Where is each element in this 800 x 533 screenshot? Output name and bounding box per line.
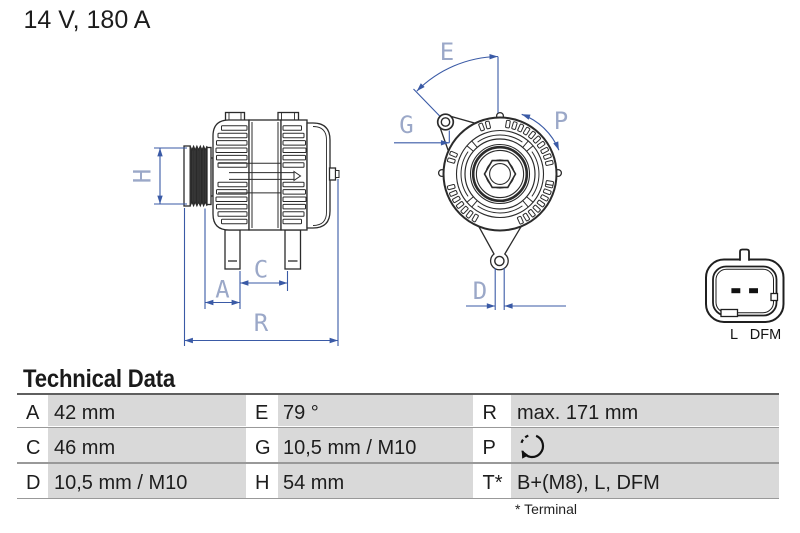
front-view xyxy=(413,88,563,271)
cell-value: max. 171 mm xyxy=(511,394,779,427)
cell-label: D xyxy=(17,463,48,498)
cell-label: G xyxy=(246,427,278,463)
dim-label-D: D xyxy=(473,277,487,305)
table-row-divider xyxy=(17,426,779,428)
cell-value: 10,5 mm / M10 xyxy=(277,427,473,463)
dim-label-R: R xyxy=(254,309,269,337)
connector-tab xyxy=(739,248,750,261)
ear-hole-bottom xyxy=(494,255,505,267)
cell-label: T* xyxy=(472,463,511,498)
cell-value: B+(M8), L, DFM xyxy=(511,463,779,498)
connector-pin-label-l: L xyxy=(730,327,738,343)
b-plus-terminal xyxy=(328,167,337,181)
side-view-dimensions xyxy=(154,147,338,344)
cell-value: 46 mm xyxy=(48,427,246,463)
table-row-divider xyxy=(17,462,779,464)
technical-drawing: H A C R xyxy=(129,38,785,346)
connector-view xyxy=(705,248,785,323)
connector-pin-dfm xyxy=(749,288,758,294)
cell-value: 42 mm xyxy=(48,394,246,427)
dim-label-H: H xyxy=(129,169,157,183)
ear-hole-top xyxy=(440,117,451,127)
dim-label-P: P xyxy=(554,107,568,135)
cell-label: E xyxy=(246,394,278,427)
rotation-direction-icon xyxy=(520,434,545,459)
dim-label-G: G xyxy=(399,111,413,139)
cell-value: 79 ° xyxy=(277,394,473,427)
table-title-rule xyxy=(17,392,779,395)
dim-label-E: E xyxy=(440,38,454,66)
cell-label: H xyxy=(246,463,278,498)
side-view xyxy=(183,111,340,346)
cell-label: C xyxy=(17,427,48,463)
vent-slots xyxy=(446,119,555,225)
cell-label: P xyxy=(472,427,511,463)
cell-label: A xyxy=(17,394,48,427)
connector-pin-l xyxy=(731,288,741,294)
front-view-dimensions xyxy=(394,53,566,310)
connector-pin-label-dfm: DFM xyxy=(750,327,781,343)
table-title: Technical Data xyxy=(23,365,176,393)
product-rating: 14 V, 180 A xyxy=(23,6,151,34)
dim-label-C: C xyxy=(254,256,268,284)
cell-value: 10,5 mm / M10 xyxy=(48,463,246,498)
cell-value-rotation xyxy=(511,427,779,463)
cell-label: R xyxy=(472,394,511,427)
table-footnote: * Terminal xyxy=(515,501,577,517)
table-row-divider xyxy=(17,498,779,500)
dim-label-A: A xyxy=(215,276,230,304)
rear-cover xyxy=(306,122,331,229)
cell-value: 54 mm xyxy=(277,463,473,498)
mounting-ear-bottom xyxy=(477,225,523,271)
cooling-fins xyxy=(215,125,307,225)
